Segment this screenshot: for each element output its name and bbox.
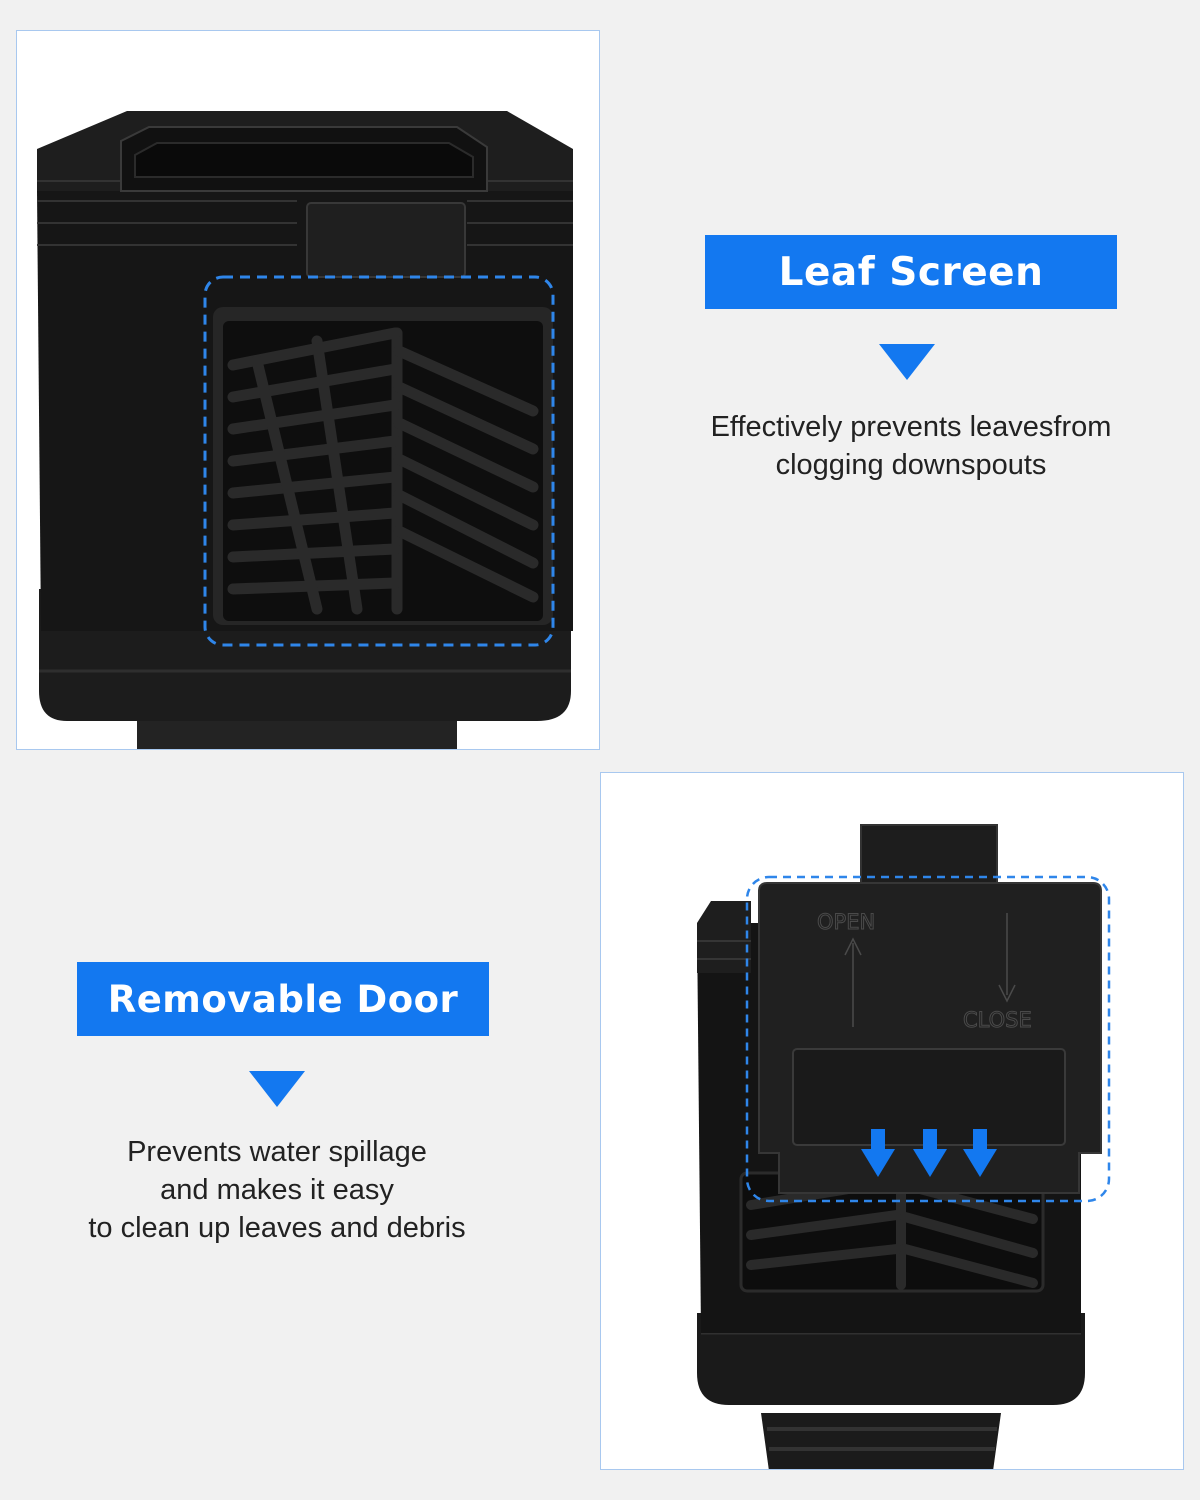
close-marking: CLOSE [963, 1008, 1032, 1032]
removable-door-description: Prevents water spillage and makes it eas… [88, 1136, 466, 1244]
removable-door-title: Removable Door [77, 962, 489, 1036]
removable-door-product-image: OPEN CLOSE [600, 772, 1184, 1470]
leaf-screen-description: Effectively prevents leavesfrom clogging… [710, 411, 1112, 481]
down-triangle-icon [879, 344, 935, 380]
door-illustration: OPEN CLOSE [697, 824, 1111, 1469]
leaf-screen-product-image [16, 30, 600, 750]
leaf-screen-title: Leaf Screen [705, 235, 1117, 309]
downspout-filter-illustration [37, 111, 573, 749]
push-down-arrows-icon [861, 1129, 997, 1177]
close-arrow-icon [998, 913, 1016, 1003]
down-triangle-icon [249, 1071, 305, 1107]
open-arrow-icon [844, 937, 862, 1027]
open-marking: OPEN [817, 910, 875, 934]
